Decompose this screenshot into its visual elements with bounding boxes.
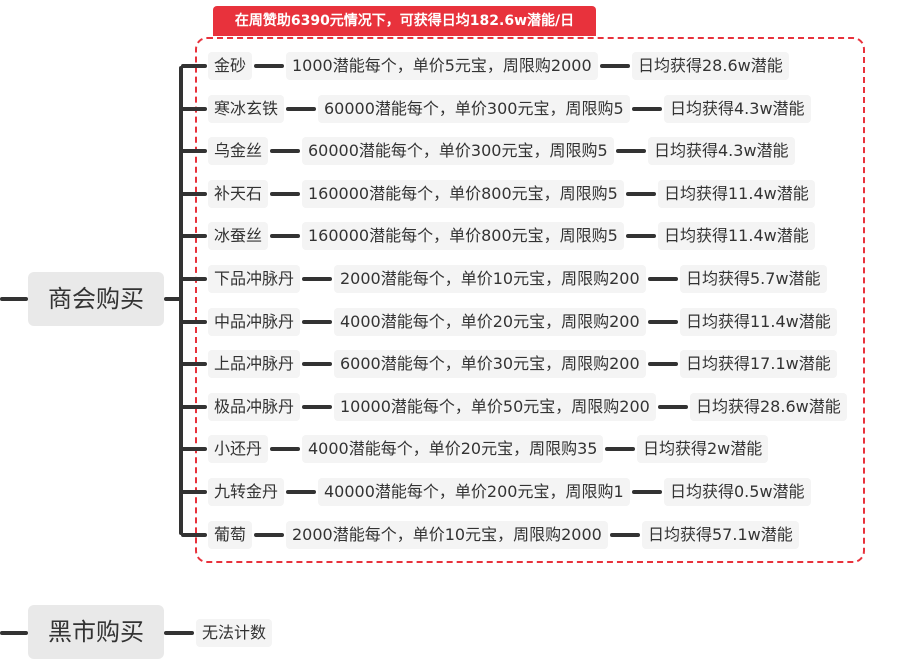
connector-name-detail (286, 107, 316, 111)
node-item-detail[interactable]: 40000潜能每个，单价200元宝，周限购1 (318, 478, 630, 506)
connector-left-shanghui (0, 297, 28, 301)
node-item-name[interactable]: 金砂 (208, 52, 253, 80)
node-item-detail[interactable]: 4000潜能每个，单价20元宝，周限购200 (334, 308, 646, 336)
connector-detail-daily (658, 405, 688, 409)
node-item-name[interactable]: 九转金丹 (208, 478, 285, 506)
node-item-detail[interactable]: 160000潜能每个，单价800元宝，周限购5 (302, 180, 624, 208)
node-item-daily[interactable]: 日均获得0.5w潜能 (664, 478, 811, 506)
connector-detail-daily (648, 320, 678, 324)
connector-bracket-item (181, 533, 207, 537)
topic-shanghui[interactable]: 商会购买 (28, 272, 164, 326)
connector-bracket-item (181, 64, 207, 68)
node-item-detail[interactable]: 6000潜能每个，单价30元宝，周限购200 (334, 350, 646, 378)
connector-detail-daily (648, 362, 678, 366)
node-item-daily[interactable]: 日均获得4.3w潜能 (648, 137, 795, 165)
connector-name-detail (302, 405, 332, 409)
node-item-detail[interactable]: 2000潜能每个，单价10元宝，周限购200 (334, 265, 646, 293)
connector-name-detail (270, 234, 300, 238)
node-item-name[interactable]: 下品冲脉丹 (208, 265, 301, 293)
node-item-name[interactable]: 冰蚕丝 (208, 222, 269, 250)
summary-label: 在周赞助6390元情况下，可获得日均182.6w潜能/日 (213, 6, 596, 36)
node-item-detail[interactable]: 2000潜能每个，单价10元宝，周限购2000 (286, 521, 608, 549)
node-item-daily[interactable]: 日均获得2w潜能 (637, 435, 769, 463)
connector-name-detail (302, 362, 332, 366)
node-item-name[interactable]: 极品冲脉丹 (208, 393, 301, 421)
connector-bracket-item (181, 405, 207, 409)
node-item-detail[interactable]: 4000潜能每个，单价20元宝，周限购35 (302, 435, 604, 463)
node-item-name[interactable]: 乌金丝 (208, 137, 269, 165)
node-item-detail[interactable]: 10000潜能每个，单价50元宝，周限购200 (334, 393, 656, 421)
connector-detail-daily (605, 447, 635, 451)
connector-name-detail (254, 533, 284, 537)
node-item-detail[interactable]: 60000潜能每个，单价300元宝，周限购5 (318, 95, 630, 123)
connector-bracket-item (181, 320, 207, 324)
bracket-vertical (179, 66, 183, 535)
connector-bracket-item (181, 447, 207, 451)
node-item-detail[interactable]: 1000潜能每个，单价5元宝，周限购2000 (286, 52, 598, 80)
topic-heishi[interactable]: 黑市购买 (28, 605, 164, 659)
connector-detail-daily (632, 490, 662, 494)
connector-detail-daily (632, 107, 662, 111)
node-item-daily[interactable]: 日均获得11.4w潜能 (658, 180, 815, 208)
connector-name-detail (286, 490, 316, 494)
node-item-daily[interactable]: 日均获得11.4w潜能 (680, 308, 837, 336)
connector-shanghui-bracket (164, 297, 181, 301)
connector-bracket-item (181, 107, 207, 111)
node-item-daily[interactable]: 日均获得11.4w潜能 (658, 222, 815, 250)
node-item-daily[interactable]: 日均获得17.1w潜能 (680, 350, 837, 378)
connector-detail-daily (610, 533, 640, 537)
connector-bracket-item (181, 362, 207, 366)
connector-bracket-item (181, 277, 207, 281)
node-item-name[interactable]: 上品冲脉丹 (208, 350, 301, 378)
connector-bracket-item (181, 234, 207, 238)
connector-left-heishi (0, 631, 28, 635)
connector-name-detail (302, 277, 332, 281)
node-item-daily[interactable]: 日均获得28.6w潜能 (690, 393, 847, 421)
connector-heishi-child (164, 631, 194, 635)
connector-name-detail (270, 149, 300, 153)
node-heishi-child[interactable]: 无法计数 (196, 619, 273, 647)
connector-detail-daily (648, 277, 678, 281)
node-item-name[interactable]: 补天石 (208, 180, 269, 208)
node-item-daily[interactable]: 日均获得5.7w潜能 (680, 265, 827, 293)
node-item-daily[interactable]: 日均获得28.6w潜能 (632, 52, 789, 80)
node-item-daily[interactable]: 日均获得4.3w潜能 (664, 95, 811, 123)
connector-detail-daily (626, 234, 656, 238)
connector-name-detail (254, 64, 284, 68)
node-item-name[interactable]: 葡萄 (208, 521, 253, 549)
connector-bracket-item (181, 149, 207, 153)
connector-detail-daily (616, 149, 646, 153)
node-item-name[interactable]: 寒冰玄铁 (208, 95, 285, 123)
node-item-name[interactable]: 中品冲脉丹 (208, 308, 301, 336)
node-item-detail[interactable]: 160000潜能每个，单价800元宝，周限购5 (302, 222, 624, 250)
summary-frame (195, 37, 865, 563)
connector-name-detail (270, 447, 300, 451)
connector-bracket-item (181, 192, 207, 196)
node-item-detail[interactable]: 60000潜能每个，单价300元宝，周限购5 (302, 137, 614, 165)
node-item-name[interactable]: 小还丹 (208, 435, 269, 463)
connector-name-detail (270, 192, 300, 196)
connector-detail-daily (600, 64, 630, 68)
connector-detail-daily (626, 192, 656, 196)
node-item-daily[interactable]: 日均获得57.1w潜能 (642, 521, 799, 549)
connector-bracket-item (181, 490, 207, 494)
connector-name-detail (302, 320, 332, 324)
